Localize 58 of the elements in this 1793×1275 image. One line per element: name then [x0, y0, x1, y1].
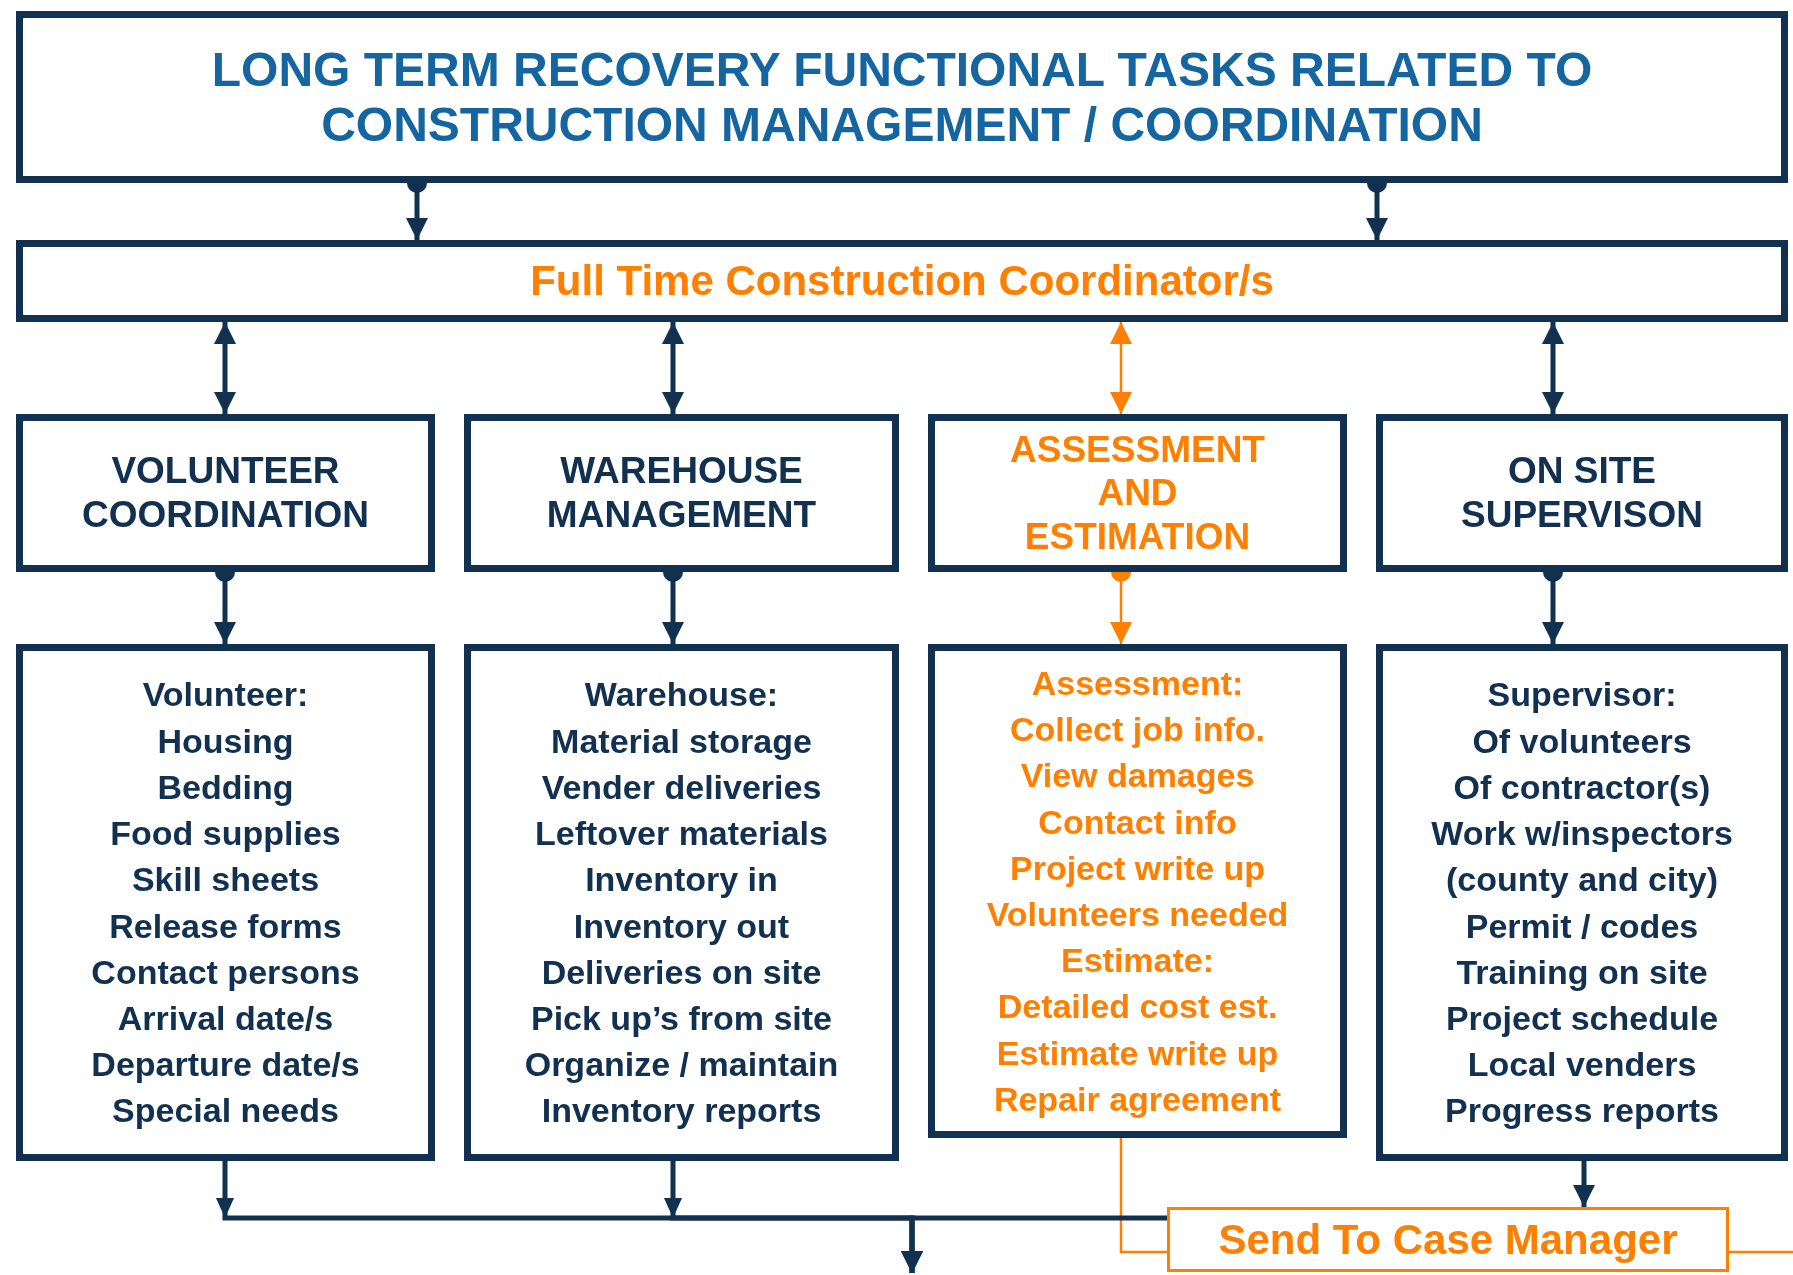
list-item: Local venders — [1467, 1044, 1697, 1086]
list-item: Material storage — [551, 720, 812, 762]
box-label: Full Time Construction Coordinator/s — [530, 256, 1274, 306]
list-item: Project write up — [1009, 847, 1266, 889]
list-item: Work w/inspectors — [1431, 813, 1733, 855]
box-label: VOLUNTEER COORDINATION — [80, 449, 371, 537]
list-item: Special needs — [112, 1090, 339, 1132]
list-item: Inventory in — [585, 859, 778, 901]
role-box — [16, 240, 1788, 322]
list-item: Permit / codes — [1465, 905, 1699, 947]
list-item: Repair agreement — [993, 1078, 1282, 1120]
list-item: Arrival date/s — [117, 997, 334, 1039]
function-box — [1376, 414, 1788, 572]
list-item: Leftover materials — [535, 813, 828, 855]
task-list-box — [1376, 644, 1788, 1161]
list-item: Warehouse: — [584, 674, 779, 716]
task-list-box — [928, 644, 1347, 1138]
list-item: Release forms — [109, 905, 342, 947]
list-item: Inventory reports — [541, 1090, 822, 1132]
list-item: Contact persons — [91, 951, 360, 993]
list-item: Project schedule — [1445, 997, 1719, 1039]
list-item: Collect job info. — [1010, 709, 1265, 751]
list-item: Contact info — [1038, 801, 1237, 843]
list-item: Vender deliveries — [541, 766, 822, 808]
list-item: Organize / maintain — [524, 1044, 839, 1086]
task-list-box — [16, 644, 435, 1161]
list-item: Volunteer: — [142, 674, 309, 716]
list-item: Supervisor: — [1487, 674, 1677, 716]
list-item: Inventory out — [573, 905, 790, 947]
title-text: LONG TERM RECOVERY FUNCTIONAL TASKS RELATED TO CONSTRUCTION MANAGEMENT / COORDINATION — [210, 41, 1594, 153]
function-box — [464, 414, 899, 572]
box-label: Send To Case Manager — [1218, 1214, 1678, 1265]
list-item: Bedding — [157, 766, 294, 808]
list-item: Estimate write up — [996, 1032, 1279, 1074]
list-item: Estimate: — [1060, 940, 1215, 982]
list-item: Deliveries on site — [541, 951, 822, 993]
function-box — [16, 414, 435, 572]
list-item: Of volunteers — [1472, 720, 1692, 762]
output-box — [1167, 1207, 1729, 1272]
list-item: Volunteers needed — [986, 894, 1289, 935]
list-item: Food supplies — [110, 813, 341, 855]
function-box — [928, 414, 1347, 572]
list-item: Training on site — [1456, 951, 1708, 993]
list-item: Progress reports — [1445, 1090, 1719, 1132]
title-box — [16, 11, 1788, 183]
list-item: Housing — [157, 720, 294, 762]
list-item: Of contractor(s) — [1453, 766, 1711, 808]
box-label: ON SITE SUPERVISON — [1460, 449, 1704, 537]
list-item: Skill sheets — [131, 859, 320, 901]
box-label: ASSESSMENT AND ESTIMATION — [1009, 427, 1266, 559]
list-item: (county and city) — [1446, 859, 1718, 901]
list-item: Departure date/s — [91, 1044, 360, 1086]
box-label: WAREHOUSE MANAGEMENT — [545, 449, 818, 537]
task-list-box — [464, 644, 899, 1161]
list-item: View damages — [1020, 755, 1255, 797]
list-item: Assessment: — [1031, 662, 1244, 704]
list-item: Pick up’s from site — [530, 997, 833, 1039]
list-item: Detailed cost est. — [997, 986, 1278, 1028]
